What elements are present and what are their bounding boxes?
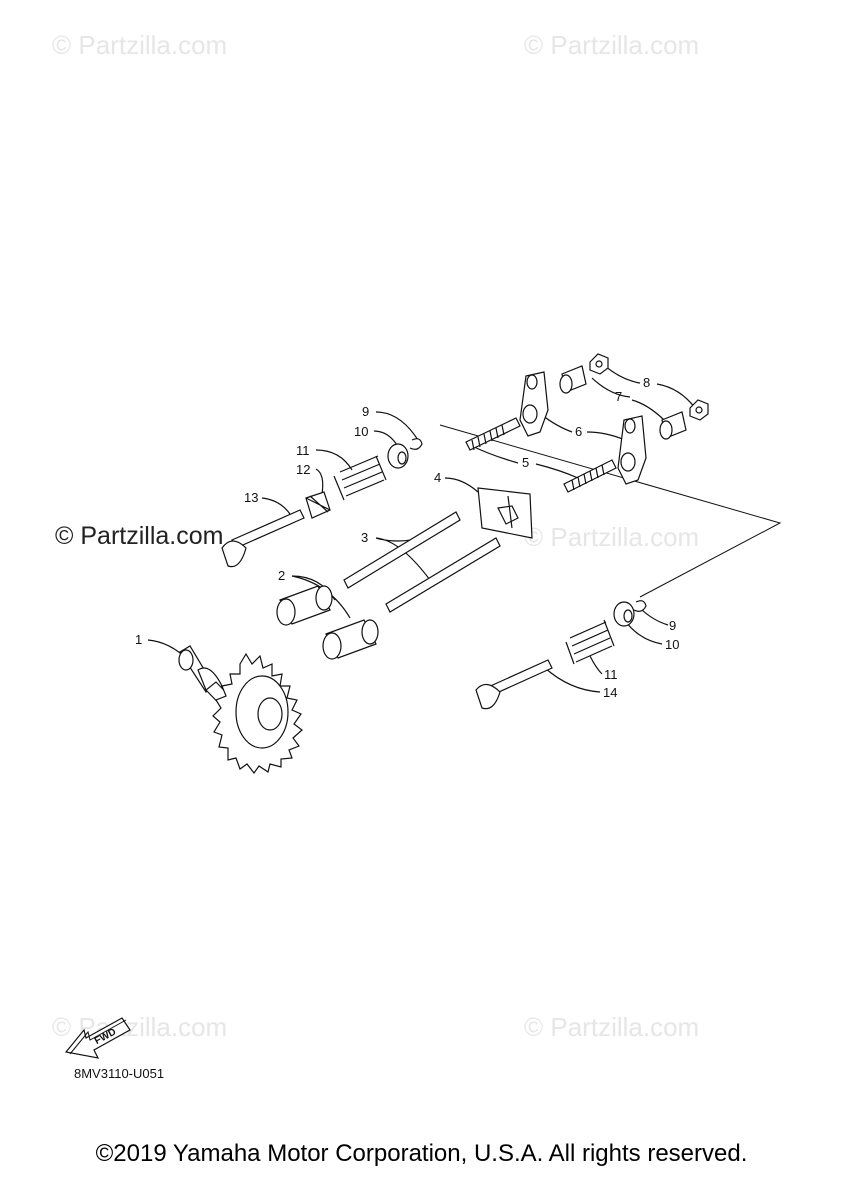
callout-7: 7 xyxy=(615,389,622,404)
watermark-top-left: © Partzilla.com xyxy=(52,30,228,60)
callout-12: 12 xyxy=(296,462,310,477)
callout-13: 13 xyxy=(244,490,258,505)
callout-5: 5 xyxy=(522,455,529,470)
callout-14: 14 xyxy=(603,685,617,700)
callout-6: 6 xyxy=(575,424,582,439)
valve-lifters xyxy=(276,585,379,660)
diagram-code: 8MV3110-U051 xyxy=(74,1066,165,1081)
callout-10-exhaust: 10 xyxy=(665,637,679,652)
rocker-studs xyxy=(465,417,617,493)
lock-nuts xyxy=(589,353,709,421)
fwd-arrow xyxy=(64,1017,131,1059)
rocker-arms xyxy=(519,371,647,485)
callout-9-exhaust: 9 xyxy=(669,618,676,633)
intake-valve-set xyxy=(221,438,423,568)
callout-4: 4 xyxy=(434,470,441,485)
callout-8: 8 xyxy=(643,375,650,390)
watermark-top-right: © Partzilla.com xyxy=(524,30,700,60)
exhaust-valve-set xyxy=(475,600,647,710)
push-rods xyxy=(343,511,501,613)
callout-2: 2 xyxy=(278,568,285,583)
watermark-mid-right: © Partzilla.com xyxy=(524,522,700,552)
copyright-notice: ©2019 Yamaha Motor Corporation, U.S.A. A… xyxy=(95,1140,748,1167)
watermark-mid-left: © Partzilla.com xyxy=(55,522,224,550)
callout-9-intake: 9 xyxy=(362,404,369,419)
callout-1: 1 xyxy=(135,632,142,647)
adjust-screws xyxy=(559,365,687,440)
watermark-bottom-right: © Partzilla.com xyxy=(524,1012,700,1042)
leader-lines xyxy=(147,365,782,693)
guide-plate xyxy=(477,487,533,539)
callout-11-intake: 11 xyxy=(296,443,310,458)
callout-3: 3 xyxy=(361,530,368,545)
camshaft-gear xyxy=(178,645,303,775)
callout-11-exhaust: 11 xyxy=(604,667,618,682)
callout-10-intake: 10 xyxy=(354,424,368,439)
